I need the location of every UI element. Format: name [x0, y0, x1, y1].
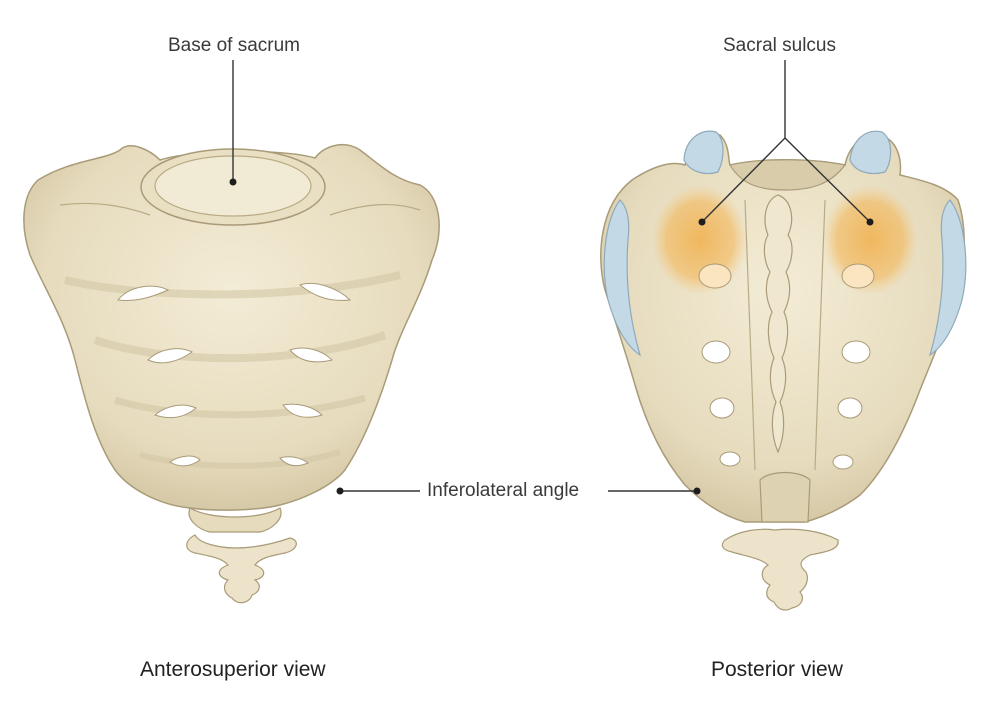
foramen-l2 — [147, 348, 193, 364]
caption-anterosuperior-view: Anterosuperior view — [140, 658, 326, 681]
auricular-surface-right — [928, 199, 967, 357]
foramen-l4 — [169, 455, 201, 467]
post-foramen-r3 — [837, 397, 863, 419]
auricular-surface-left — [603, 199, 642, 357]
sacral-canal — [729, 159, 847, 191]
dot-base-of-sacrum — [229, 178, 237, 186]
foramen-r3 — [282, 403, 323, 418]
foramen-l3 — [153, 404, 197, 419]
label-sacral-sulcus: Sacral sulcus — [723, 35, 836, 56]
post-foramen-r2 — [841, 340, 871, 364]
post-foramen-r1 — [841, 263, 875, 289]
caption-posterior-view: Posterior view — [711, 658, 843, 681]
dot-sulcus-left — [698, 218, 706, 226]
superior-articular-facet-right — [849, 130, 892, 175]
dot-inferolateral-left — [336, 487, 344, 495]
sacrum-anterosuperior — [23, 143, 440, 604]
foramen-r2 — [289, 347, 333, 363]
label-inferolateral-angle: Inferolateral angle — [427, 480, 580, 501]
post-foramen-l3 — [709, 397, 735, 419]
post-foramen-l2 — [701, 340, 731, 364]
post-foramen-l4 — [719, 451, 741, 467]
foramen-r4 — [279, 456, 309, 467]
label-base-of-sacrum: Base of sacrum — [168, 35, 300, 56]
leader-dots — [229, 178, 874, 495]
sacrum-posterior — [600, 130, 967, 611]
dot-sulcus-right — [866, 218, 874, 226]
superior-articular-facet-left — [683, 130, 724, 175]
coccyx-posterior — [721, 528, 839, 611]
foramen-r1 — [298, 283, 352, 301]
median-sacral-crest — [763, 194, 793, 454]
post-foramen-r4 — [832, 454, 854, 470]
leader-lines — [232, 60, 871, 492]
sacral-hiatus — [759, 471, 811, 523]
sacral-apex-anterior — [188, 507, 282, 533]
foramen-l1 — [117, 285, 170, 301]
dot-inferolateral-right — [693, 487, 701, 495]
leader-sacral-sulcus-right — [784, 137, 871, 223]
post-foramen-l1 — [698, 263, 732, 289]
coccyx-anterior — [186, 534, 297, 604]
